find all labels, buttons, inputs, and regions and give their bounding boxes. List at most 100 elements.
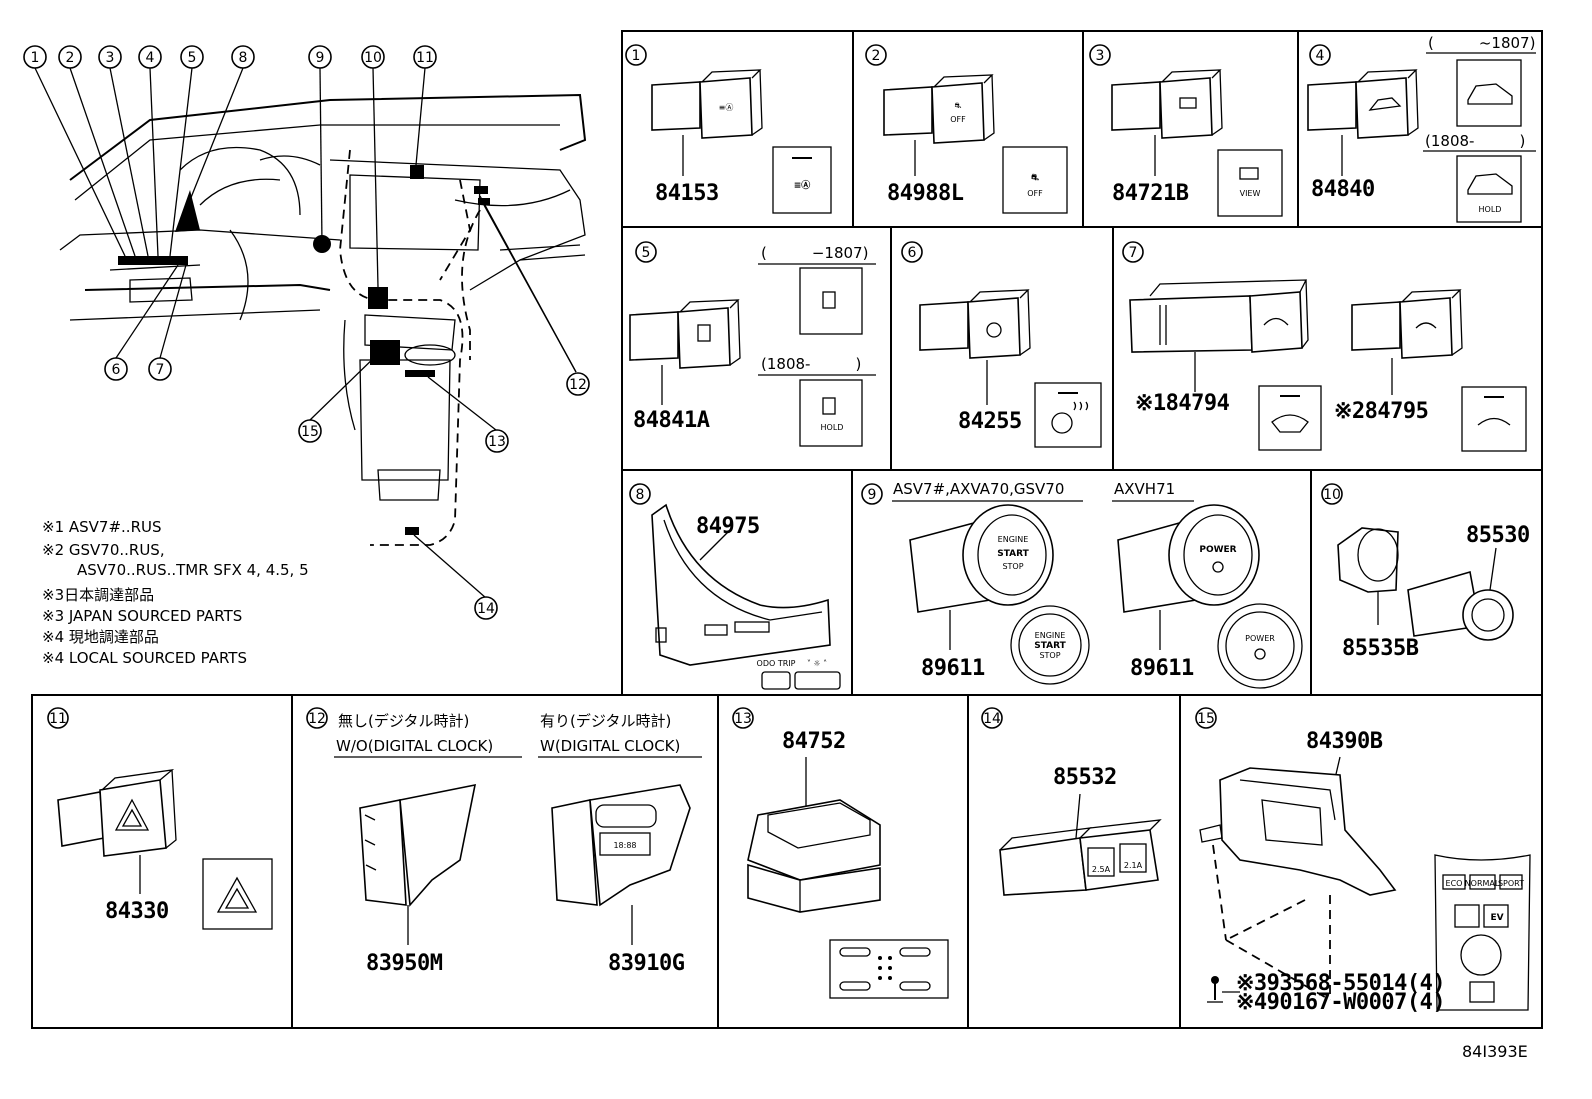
switch-84841A-drawing <box>629 299 741 369</box>
svg-text:3: 3 <box>106 50 115 66</box>
panel-15: 15 84390B ECO NORMAL SPORT EV <box>1195 707 1531 1015</box>
svg-text:13: 13 <box>734 711 752 727</box>
svg-text:W/O(DIGITAL CLOCK): W/O(DIGITAL CLOCK) <box>336 737 493 755</box>
callout-8: 8 <box>231 45 255 69</box>
panel-index-3: 3 <box>1089 44 1111 66</box>
svg-text:※4 現地調達部品: ※4 現地調達部品 <box>42 628 159 646</box>
start-switch-89611-a-drawing: ENGINE START STOP <box>909 504 1054 613</box>
panel-10: 10 85535B 85530 <box>1321 483 1530 661</box>
svg-text:12: 12 <box>569 377 587 393</box>
part-number-83910G: 83910G <box>608 951 685 976</box>
icon-84988L: ⛐OFF <box>1002 146 1068 214</box>
switch-83950M-drawing <box>359 783 477 907</box>
svg-text:≡Ⓐ: ≡Ⓐ <box>794 179 811 191</box>
svg-text:ENGINE: ENGINE <box>998 535 1029 544</box>
panel-index-14: 14 <box>981 707 1003 729</box>
panel-index-8: 8 <box>629 483 651 505</box>
svg-text:ASV70..RUS..TMR SFX 4, 4.5, 5: ASV70..RUS..TMR SFX 4, 4.5, 5 <box>77 561 309 579</box>
svg-text:11: 11 <box>416 50 434 66</box>
svg-text:⛐: ⛐ <box>1031 173 1039 183</box>
svg-text:8: 8 <box>636 487 645 503</box>
callout-10: 10 <box>361 45 385 69</box>
key-odo-trip: ODO TRIP <box>757 659 796 690</box>
part-number-84153: 84153 <box>655 181 719 206</box>
part-number-84794: ※184794 <box>1135 391 1230 416</box>
panel-8: 8 84975 ODO TRIP ˅ ☼ ˄ <box>629 483 841 690</box>
drive-mode-panel-icon: ECO NORMAL SPORT EV <box>1434 854 1531 1011</box>
panel-12: 12 無し(デジタル時計) W/O(DIGITAL CLOCK) 有り(デジタル… <box>306 707 702 976</box>
part-number-89611-b: 89611 <box>1130 656 1194 681</box>
panel-1: 1 ≡Ⓐ 84153 ≡Ⓐ <box>625 44 832 214</box>
icon-84840-late: HOLD <box>1456 155 1522 223</box>
svg-text:13: 13 <box>488 434 506 450</box>
icon-84153: ≡Ⓐ <box>772 146 832 214</box>
icon-84721B: VIEW <box>1217 149 1283 217</box>
callout-4: 4 <box>138 45 162 69</box>
panel-index-13: 13 <box>732 707 754 729</box>
part-number-84841A: 84841A <box>633 408 710 433</box>
svg-text:14: 14 <box>477 601 495 617</box>
svg-text:4: 4 <box>1316 48 1325 64</box>
panel-11: 11 84330 <box>47 707 273 930</box>
panel-9: 9 ASV7#,AXVA70,GSV70 AXVH71 ENGINE START… <box>861 480 1303 689</box>
part-number-85535B: 85535B <box>1342 636 1419 661</box>
switch-84153-drawing: ≡Ⓐ <box>651 69 763 139</box>
callout-12: 12 <box>566 372 590 396</box>
panel-6: 6 84255 <box>901 241 1102 448</box>
svg-text:SPORT: SPORT <box>1498 879 1524 888</box>
svg-text:4: 4 <box>146 50 155 66</box>
svg-text:STOP: STOP <box>1039 651 1060 660</box>
svg-text:ENGINE: ENGINE <box>1035 631 1066 640</box>
switch-84988L-drawing: ⛐ OFF <box>883 74 995 144</box>
part-number-84840: 84840 <box>1311 177 1375 202</box>
usb-charger-85532-drawing: 2.5A 2.1A <box>999 819 1162 896</box>
svg-text:1: 1 <box>31 50 40 66</box>
svg-text:HOLD: HOLD <box>821 423 844 432</box>
svg-text:2: 2 <box>872 48 881 64</box>
panel-14: 14 85532 2.5A 2.1A <box>981 707 1162 896</box>
svg-text:STOP: STOP <box>1002 562 1023 571</box>
svg-text:8: 8 <box>239 50 248 66</box>
part-number-85530: 85530 <box>1466 523 1530 548</box>
icon-84795 <box>1461 386 1527 452</box>
trim-panel-84975-drawing <box>651 503 831 666</box>
part-number-84795: ※284795 <box>1334 399 1428 424</box>
panel-3: 3 84721B VIEW <box>1089 44 1283 217</box>
fastener-93568-55014: ※393568-55014(4) <box>1236 971 1445 996</box>
seat-switch-84752-drawing <box>747 799 881 913</box>
panel-13: 13 84752 <box>732 707 949 999</box>
svg-text:( ~1807): ( ~1807) <box>1428 34 1535 52</box>
svg-text:7: 7 <box>1129 245 1138 261</box>
svg-text:⛐: ⛐ <box>955 101 962 110</box>
switch-83910G-drawing: 18:88 <box>551 784 691 907</box>
svg-text:(1808- ): (1808- ) <box>761 355 861 373</box>
notes: ※1 ASV7#..RUS ※2 GSV70..RUS, ASV70..RUS.… <box>42 518 309 667</box>
svg-text:VIEW: VIEW <box>1240 189 1261 198</box>
icon-84840-early <box>1456 59 1522 127</box>
svg-text:1: 1 <box>632 48 641 64</box>
icon-84255 <box>1034 382 1102 448</box>
svg-text:無し(デジタル時計): 無し(デジタル時計) <box>338 712 469 730</box>
panel-5: 5 ( −1807) 84841A (1808- ) HOLD <box>629 241 876 447</box>
svg-text:(1808- ): (1808- ) <box>1425 132 1525 150</box>
key-dimmer: ˅ ☼ ˄ <box>794 659 841 690</box>
callout-14: 14 <box>474 596 498 620</box>
svg-text:2: 2 <box>66 50 75 66</box>
part-number-85532: 85532 <box>1053 765 1117 790</box>
svg-text:10: 10 <box>364 50 382 66</box>
start-button-power: POWER <box>1217 603 1303 689</box>
figure-code: 84I393E <box>1462 1042 1528 1061</box>
svg-text:5: 5 <box>188 50 197 66</box>
panel-grid <box>31 30 1543 1029</box>
svg-text:※3日本調達部品: ※3日本調達部品 <box>42 586 154 604</box>
icon-84841A-late: HOLD <box>799 379 863 447</box>
panel-index-9: 9 <box>861 483 883 505</box>
callout-15: 15 <box>298 419 322 443</box>
svg-text:3: 3 <box>1096 48 1105 64</box>
callout-6: 6 <box>104 357 128 381</box>
callout-3: 3 <box>98 45 122 69</box>
icon-84794 <box>1258 385 1322 451</box>
fastener-90167-W0007: ※490167-W0007(4) <box>1236 990 1445 1015</box>
svg-text:NORMAL: NORMAL <box>1465 879 1500 888</box>
